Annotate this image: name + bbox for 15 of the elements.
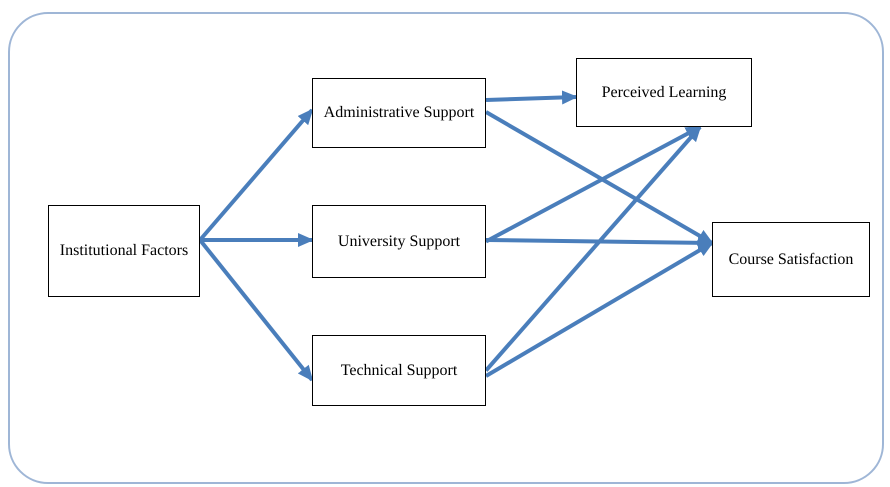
box-label: Course Satisfaction — [728, 250, 854, 270]
arrow — [200, 233, 314, 247]
box-label: Technical Support — [340, 360, 458, 380]
factor-box — [312, 78, 486, 148]
factor-box — [712, 222, 870, 297]
box-label: University Support — [338, 232, 460, 252]
arrow — [484, 126, 702, 372]
factor-box — [312, 335, 486, 406]
box-label: Perceived Learning — [602, 82, 726, 102]
factor-box — [312, 205, 486, 278]
factor-box — [576, 58, 752, 127]
box-label: Institutional Factors — [60, 241, 188, 261]
factor-box — [48, 205, 200, 297]
arrow — [486, 90, 578, 104]
box-label: Administrative Support — [324, 103, 474, 123]
